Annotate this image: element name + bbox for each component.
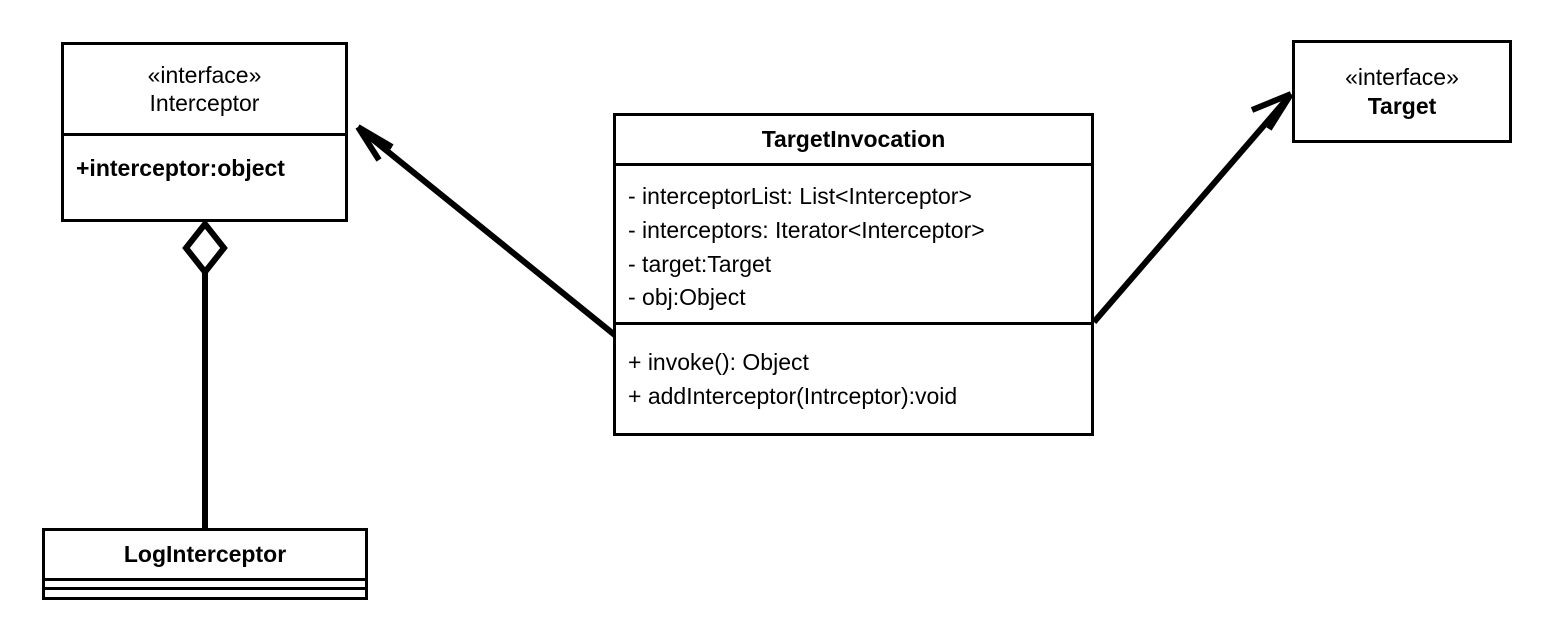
target-stereotype: «interface» [1345,64,1459,91]
targetinvocation-attribute: - target:Target [628,250,772,277]
target-name-compartment: «interface» Target [1295,43,1509,140]
loginterceptor-operations-compartment [45,587,365,594]
targetinvocation-operation: + addInterceptor(Intrceptor):void [628,382,958,409]
interceptor-stereotype: «interface» [147,61,262,88]
targetinvocation-attribute: - obj:Object [628,284,746,311]
targetinvocation-name-compartment: TargetInvocation [616,116,1091,163]
loginterceptor-attributes-compartment [45,578,365,587]
targetinvocation-operation: + invoke(): Object [628,349,809,375]
loginterceptor-name-compartment: LogInterceptor [45,531,365,578]
class-box-targetinvocation[interactable]: TargetInvocation - interceptorList: List… [613,113,1094,436]
targetinvocation-operations-compartment: + invoke(): Object + addInterceptor(Intr… [616,322,1091,433]
edge-targetinvocation-to-interceptor[interactable] [355,124,618,339]
target-class-name: Target [1367,92,1437,119]
targetinvocation-attributes-compartment: - interceptorList: List<Interceptor> - i… [616,163,1091,322]
interceptor-name-compartment: «interface» Interceptor [64,45,345,133]
edge-line [1091,98,1289,324]
targetinvocation-attribute: - interceptors: Iterator<Interceptor> [628,216,985,243]
edge-line [364,131,618,339]
open-arrowhead-icon [1250,91,1294,131]
open-arrowhead-icon [355,124,394,162]
targetinvocation-attribute: - interceptorList: List<Interceptor> [628,183,972,209]
interceptor-attributes-compartment: +interceptor:object [64,133,345,219]
targetinvocation-class-name: TargetInvocation [761,126,946,153]
edge-targetinvocation-to-target[interactable] [1091,91,1294,324]
class-box-interceptor[interactable]: «interface» Interceptor +interceptor:obj… [61,42,348,222]
class-box-target[interactable]: «interface» Target [1292,40,1512,143]
loginterceptor-class-name: LogInterceptor [123,541,287,568]
interceptor-class-name: Interceptor [149,90,260,116]
edge-interceptor-to-loginterceptor[interactable] [182,219,228,528]
interceptor-attribute: +interceptor:object [76,155,285,181]
class-box-loginterceptor[interactable]: LogInterceptor [42,528,368,600]
hollow-diamond-icon [182,219,228,277]
